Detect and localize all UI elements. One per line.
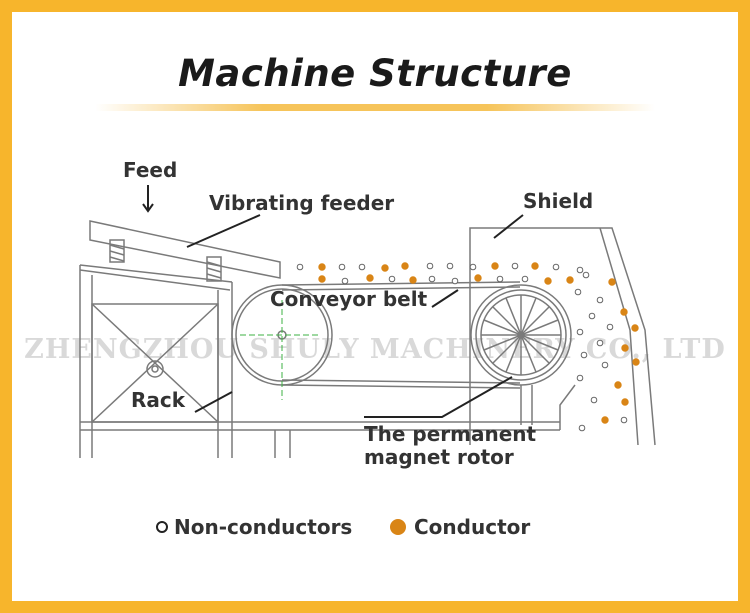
non-conductor-particle: [341, 277, 349, 285]
feeder-spring-right: [206, 256, 222, 282]
conductor-particle: [620, 308, 628, 316]
non-conductor-particle: [606, 323, 614, 331]
non-conductor-particle: [580, 351, 588, 359]
label-rotor-line1: The permanent: [364, 422, 537, 446]
non-conductor-particle: [511, 262, 519, 270]
conductor-particle: [632, 358, 640, 366]
leader-lines: [142, 185, 524, 418]
legend-conductor: Conductor: [390, 515, 530, 539]
rack-leader: [194, 391, 233, 413]
non-conductor-particle: [552, 263, 560, 271]
non-conductor-particle: [469, 263, 477, 271]
label-conveyor-belt: Conveyor belt: [270, 287, 428, 311]
feeder-tray: [89, 220, 281, 279]
conductor-particle: [491, 262, 499, 270]
non-conductor-particle: [451, 277, 459, 285]
non-conductor-particle: [496, 275, 504, 283]
non-conductor-particle: [576, 266, 584, 274]
rotor-leader: [364, 376, 513, 418]
label-vibrating-feeder: Vibrating feeder: [209, 191, 394, 215]
non-conductor-particle: [338, 263, 346, 271]
non-conductor-particle: [601, 361, 609, 369]
conductor-marker-icon: [390, 519, 406, 535]
conductor-particle: [544, 277, 552, 285]
feed-arrowhead: [142, 203, 154, 213]
non-conductor-particle: [582, 271, 590, 279]
non-conductor-particle: [446, 262, 454, 270]
non-conductor-particle: [521, 275, 529, 283]
conductor-particle: [409, 276, 417, 284]
legend-non-conductors: Non-conductors: [156, 515, 352, 539]
conveyor: [231, 281, 572, 425]
feeder-leader: [186, 214, 261, 248]
conductor-particle: [318, 263, 326, 271]
shield-leader: [493, 214, 524, 239]
conductor-particle: [621, 398, 629, 406]
non-conductor-particle: [588, 312, 596, 320]
non-conductor-particle: [358, 263, 366, 271]
rack-frame: [79, 264, 560, 458]
non-conductor-marker-icon: [156, 521, 168, 533]
label-shield: Shield: [523, 189, 593, 213]
non-conductor-particle: [590, 396, 598, 404]
page-title: Machine Structure: [178, 52, 572, 95]
non-conductor-particle: [426, 262, 434, 270]
belt-leader: [431, 289, 459, 308]
non-conductor-particle: [578, 424, 586, 432]
non-conductor-particle: [620, 416, 628, 424]
particle-stream: [296, 262, 640, 432]
centerlines: [240, 300, 320, 400]
legend-conductor-label: Conductor: [414, 515, 531, 539]
conductor-particle: [566, 276, 574, 284]
non-conductor-particle: [428, 275, 436, 283]
conductor-particle: [631, 324, 639, 332]
conductor-particle: [474, 274, 482, 282]
shield: [469, 227, 656, 446]
non-conductor-particle: [574, 288, 582, 296]
non-conductor-particle: [296, 263, 304, 271]
title-underline: [95, 104, 655, 111]
conductor-particle: [318, 275, 326, 283]
non-conductor-particle: [576, 328, 584, 336]
conductor-particle: [381, 264, 389, 272]
label-rotor-line2: magnet rotor: [364, 445, 514, 469]
conductor-particle: [608, 278, 616, 286]
label-feed: Feed: [123, 158, 177, 182]
conductor-particle: [401, 262, 409, 270]
non-conductor-particle: [596, 339, 604, 347]
legend-non-conductors-label: Non-conductors: [174, 515, 353, 539]
conductor-particle: [621, 344, 629, 352]
machine-drawing: [79, 220, 656, 458]
label-rack: Rack: [131, 388, 186, 412]
conductor-particle: [366, 274, 374, 282]
non-conductor-particle: [388, 275, 396, 283]
non-conductor-particle: [596, 296, 604, 304]
conductor-particle: [601, 416, 609, 424]
non-conductor-particle: [576, 374, 584, 382]
conductor-particle: [614, 381, 622, 389]
feeder-spring-left: [109, 239, 125, 263]
conductor-particle: [531, 262, 539, 270]
